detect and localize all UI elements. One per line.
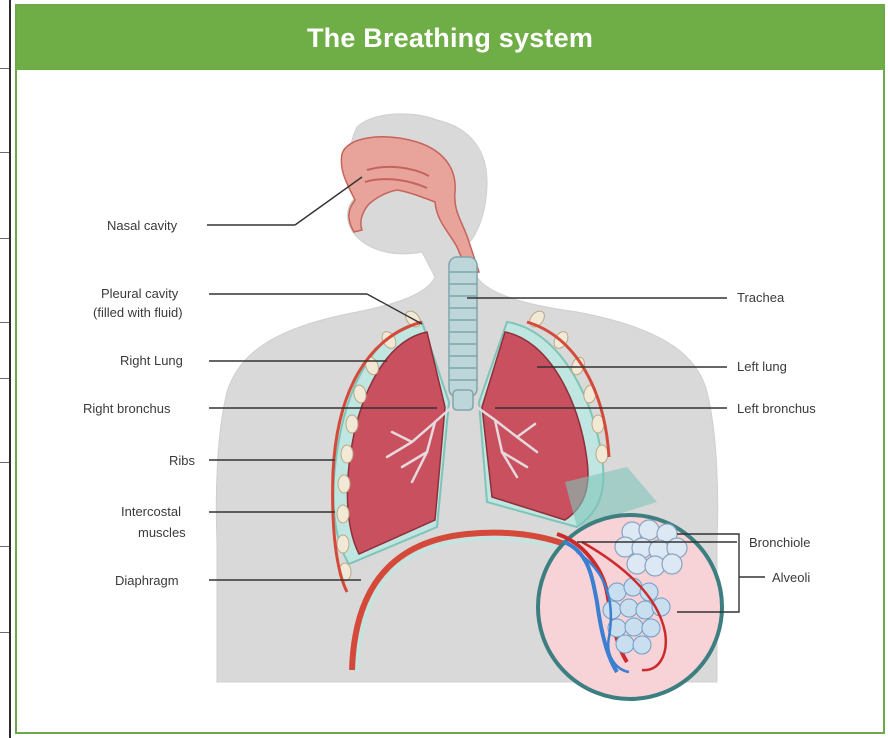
- carina: [453, 390, 473, 410]
- label-ribs: Ribs: [169, 453, 196, 468]
- card-header: The Breathing system: [17, 6, 883, 70]
- label-diaphragm: Diaphragm: [115, 573, 179, 588]
- label-left-bronchus: Left bronchus: [737, 401, 816, 416]
- left-row-divider: [0, 462, 9, 463]
- trachea-shape: [449, 257, 477, 397]
- label-pleural-cavity-note: (filled with fluid): [93, 305, 183, 320]
- label-right-lung: Right Lung: [120, 353, 183, 368]
- left-row-divider: [0, 546, 9, 547]
- left-table-edge: [0, 0, 13, 738]
- label-intercostal-muscles: muscles: [138, 525, 186, 540]
- left-row-divider: [0, 632, 9, 633]
- label-bronchiole: Bronchiole: [749, 535, 810, 550]
- left-row-divider: [0, 238, 9, 239]
- label-intercostal: Intercostal: [121, 504, 181, 519]
- label-alveoli: Alveoli: [772, 570, 810, 585]
- breathing-system-card: The Breathing system: [15, 4, 885, 734]
- label-trachea: Trachea: [737, 290, 785, 305]
- respiratory-diagram: Nasal cavity Pleural cavity (filled with…: [17, 72, 883, 732]
- figure-area: Nasal cavity Pleural cavity (filled with…: [17, 72, 883, 732]
- left-border-line: [9, 0, 11, 738]
- page-title: The Breathing system: [307, 23, 593, 54]
- left-row-divider: [0, 68, 9, 69]
- left-row-divider: [0, 152, 9, 153]
- left-row-divider: [0, 378, 9, 379]
- label-left-lung: Left lung: [737, 359, 787, 374]
- left-row-divider: [0, 322, 9, 323]
- label-right-bronchus: Right bronchus: [83, 401, 171, 416]
- label-pleural-cavity: Pleural cavity: [101, 286, 179, 301]
- label-nasal-cavity: Nasal cavity: [107, 218, 178, 233]
